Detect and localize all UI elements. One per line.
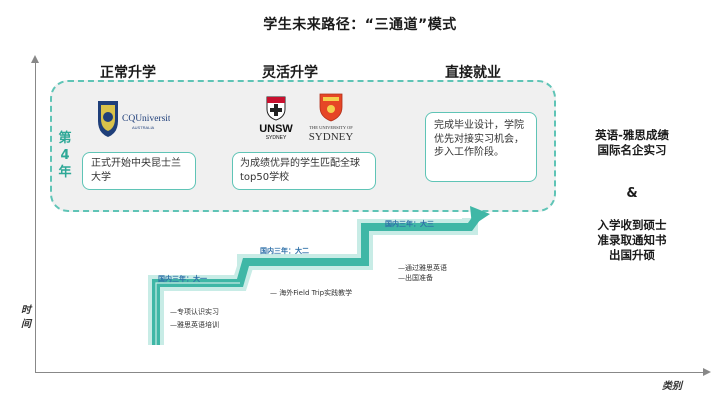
sydney-logo-top: THE UNIVERSITY OF	[309, 125, 353, 130]
y-axis-label: 时 间	[20, 304, 32, 332]
card-normal: 正式开始中央昆士兰大学	[82, 152, 196, 190]
step-item: —出国准备	[398, 274, 433, 282]
stair-arrowhead	[470, 206, 490, 226]
side-ampersand: &	[626, 186, 638, 201]
year-label-char: 年	[58, 165, 72, 180]
cqu-logo-sub: AUSTRALIA	[132, 125, 155, 130]
step-item: —雅思英语培训	[170, 321, 219, 329]
y-axis-char: 间	[21, 319, 31, 330]
y-axis-arrow	[31, 55, 39, 63]
unsw-logo-text: UNSW	[259, 123, 293, 135]
step-item: —通过雅思英语	[398, 264, 447, 272]
track-normal-title: 正常升学	[100, 65, 156, 81]
cqu-logo: CQUniversity AUSTRALIA	[98, 101, 170, 137]
step-label-year2: 国内三年：大二	[260, 247, 309, 255]
year-label-char: 第	[58, 131, 72, 146]
side-line: 准录取通知书	[597, 233, 667, 247]
side-line: 出国升硕	[609, 248, 655, 262]
side-line: 国际名企实习	[597, 143, 667, 157]
step-item: — 海外Field Trip实践教学	[270, 289, 353, 297]
track-employment-title: 直接就业	[445, 65, 501, 81]
side-goals-top: 英语-雅思成绩 国际名企实习	[562, 128, 702, 158]
cqu-logo-text: CQUniversity	[122, 114, 170, 124]
step-label-year3: 国内三年：大三	[385, 220, 434, 228]
y-axis-line	[35, 60, 36, 372]
card-flexible: 为成绩优异的学生匹配全球top50学校	[232, 152, 376, 190]
sydney-logo-text: SYDNEY	[309, 131, 354, 143]
sydney-logo: THE UNIVERSITY OF SYDNEY	[309, 93, 354, 143]
x-axis-line	[35, 372, 703, 373]
side-goals-bottom: 入学收到硕士 准录取通知书 出国升硕	[562, 218, 702, 263]
unsw-logo: UNSW SYDNEY	[259, 96, 293, 141]
unsw-logo-sub: SYDNEY	[266, 135, 287, 141]
year-label-char: 4	[60, 148, 70, 163]
x-axis-arrow	[703, 368, 711, 376]
side-line: 入学收到硕士	[597, 218, 667, 232]
card-employment: 完成毕业设计，学院优先对接实习机会，步入工作阶段。	[425, 112, 537, 182]
diagram-title: 学生未来路径：“三通道”模式	[263, 17, 457, 33]
track-flexible-title: 灵活升学	[262, 65, 318, 81]
x-axis-label: 类别	[662, 381, 682, 392]
step-label-year1: 国内三年：大一	[158, 275, 207, 283]
step-item: —专项认识实习	[170, 308, 219, 316]
year4-label: 第 4 年	[56, 130, 74, 181]
side-line: 英语-雅思成绩	[595, 128, 669, 142]
y-axis-char: 时	[21, 305, 31, 316]
